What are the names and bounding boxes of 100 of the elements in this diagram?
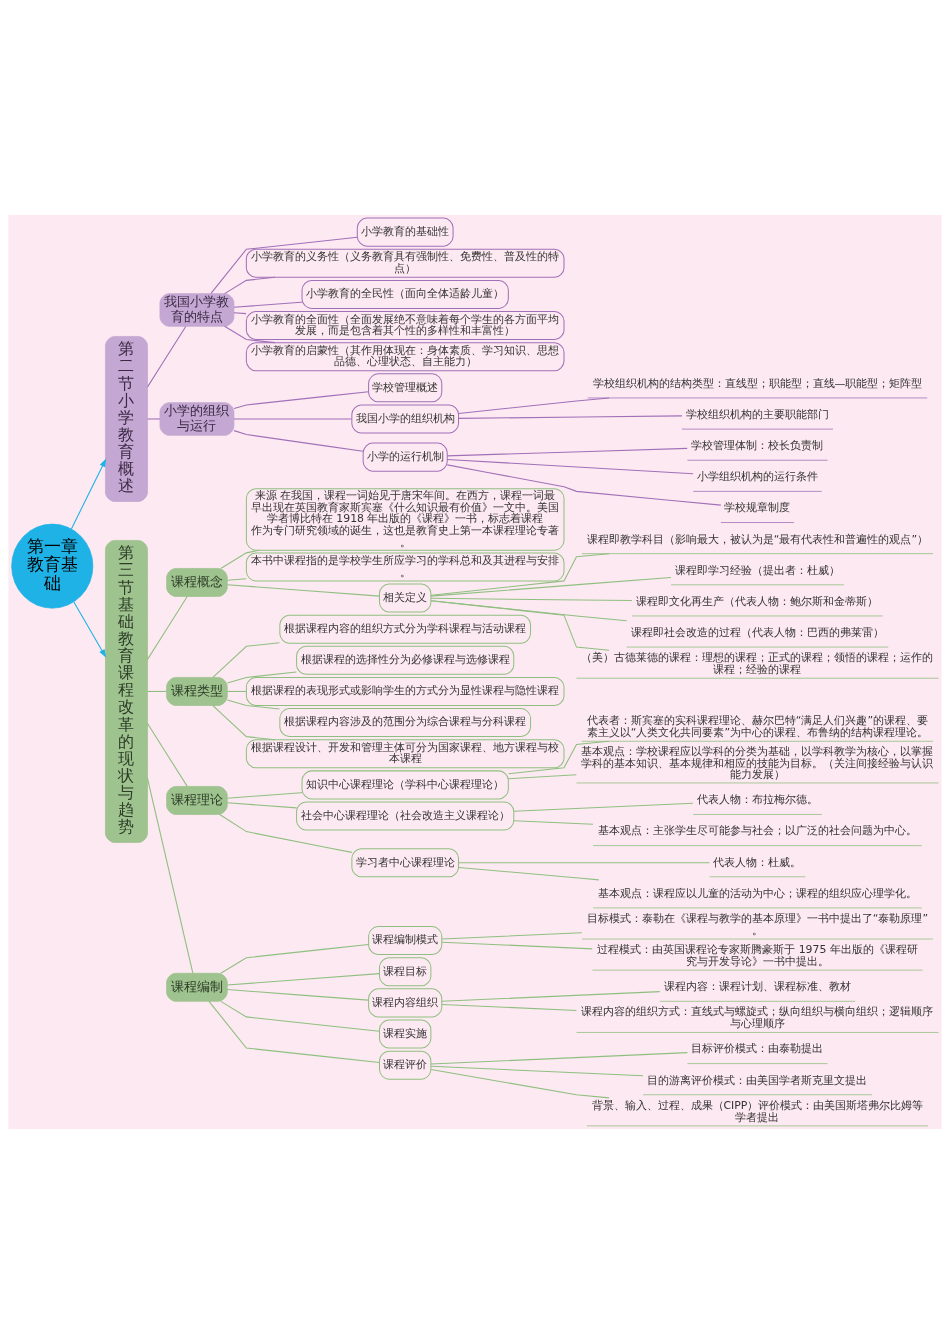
node-box: 小学教育的基础性 xyxy=(356,217,454,247)
connector xyxy=(147,325,187,387)
node-text: 学校管理体制：校长负责制 xyxy=(691,438,824,452)
connector xyxy=(430,1065,644,1076)
connector xyxy=(226,577,247,581)
connector xyxy=(226,801,298,808)
connector xyxy=(430,1068,610,1098)
node-text: 学校组织机构的主要职能部门 xyxy=(685,407,829,421)
connector xyxy=(226,583,380,597)
node-box: 根据课程内容涉及的范围分为综合课程与分科课程 xyxy=(279,707,532,737)
connector xyxy=(233,429,364,452)
node-box: 小学的组织与运行 xyxy=(159,401,235,436)
connector xyxy=(458,866,600,880)
node-text: 过程模式：由英国课程论专家斯腾豪斯于 1975 年出版的《课程研究与开发导论》一书中提出。 xyxy=(597,942,918,968)
connector xyxy=(458,414,683,419)
node-box: 课程编制模式 xyxy=(368,925,443,955)
connector xyxy=(212,704,276,740)
node-box: 第三节基础教育课程改革的现状与趋势 xyxy=(105,539,148,843)
connector xyxy=(233,417,353,420)
node-box: 根据课程的选择性分为必修课程与选修课程 xyxy=(296,645,515,675)
connector xyxy=(430,599,610,651)
connector xyxy=(210,236,358,294)
connector xyxy=(430,597,633,601)
connector xyxy=(513,802,694,812)
node-text: 目的游离评价模式：由美国学者斯克里文提出 xyxy=(647,1073,868,1087)
node-box: 课程评价 xyxy=(379,1050,432,1080)
node-text: 代表人物：布拉梅尔德。 xyxy=(696,792,818,806)
node-text: 学校组织机构的结构类型：直线型；职能型；直线—职能型；矩阵型 xyxy=(592,376,923,390)
connector xyxy=(507,740,610,774)
node-box: 课程理论 xyxy=(166,785,228,815)
connector xyxy=(226,988,369,1001)
connector xyxy=(458,861,711,863)
node-box: 知识中心课程理论（学科中心课程理论） xyxy=(301,769,509,799)
connector xyxy=(212,641,281,678)
node-box: 学校管理概述 xyxy=(368,372,443,402)
arrow xyxy=(73,601,107,658)
node-text: 学校规章制度 xyxy=(724,500,791,514)
connector xyxy=(507,773,577,779)
node-box: 相关定义 xyxy=(379,583,432,613)
connector xyxy=(224,325,276,343)
connector xyxy=(226,671,297,683)
connector xyxy=(446,458,694,474)
node-box: 课程实施 xyxy=(379,1019,432,1049)
node-text: 代表人物：杜威。 xyxy=(713,855,802,869)
node-text: 小学组织机构的运行条件 xyxy=(696,469,818,483)
node-box: 课程内容组织 xyxy=(368,987,443,1017)
node-text: 课程内容：课程计划、课程标准、教材 xyxy=(663,979,851,993)
arrow xyxy=(70,458,107,530)
node-box: 学习者中心课程理论 xyxy=(351,847,459,877)
connector xyxy=(441,1003,577,1011)
node-text: （美）古德莱德的课程：理想的课程；正式的课程；领悟的课程；运作的课程；经验的课程 xyxy=(581,650,934,676)
node-box: 小学教育的全面性（全面发展绝不意味着每个学生的各方面平均发展，而是包含着其个性的多样性和丰富性） xyxy=(245,310,565,340)
node-box: 社会中心课程理论（社会改造主义课程论） xyxy=(296,801,515,831)
node-text: 背景、输入、过程、成果（CIPP）评价模式：由美国斯塔弗尔比姆等学者提出 xyxy=(591,1098,924,1124)
node-box: 小学的运行机制 xyxy=(362,442,448,472)
node-box: 课程目标 xyxy=(379,956,432,986)
node-text: 基本观点：课程应以儿童的活动为中心；课程的组织应心理学化。 xyxy=(597,886,917,900)
node-box: 课程编制 xyxy=(166,972,228,1002)
connector xyxy=(233,301,303,308)
node-box: 本书中课程指的是学校学生所应学习的学科总和及其进程与安排。 xyxy=(245,551,565,581)
connector xyxy=(220,1000,380,1032)
connector xyxy=(441,931,583,940)
connector xyxy=(146,777,194,974)
connector xyxy=(147,722,188,787)
connector xyxy=(224,276,276,294)
node-text: 课程即学习经验（提出者：杜威） xyxy=(674,563,840,577)
connector xyxy=(219,813,353,853)
connector xyxy=(233,311,247,314)
connector xyxy=(430,576,672,597)
node-text: 课程即文化再生产（代表人物：鲍尔斯和金蒂斯） xyxy=(636,594,879,608)
node-box: 根据课程的表现形式或影响学生的方式分为显性课程与隐性课程 xyxy=(245,676,565,706)
connector xyxy=(226,690,247,692)
connector xyxy=(220,943,370,974)
connector xyxy=(441,941,593,949)
connector xyxy=(147,417,161,420)
connector xyxy=(441,990,661,1002)
node-box: 根据课程内容的组织方式分为学科课程与活动课程 xyxy=(279,614,532,644)
connector xyxy=(226,972,380,986)
connector xyxy=(430,552,610,596)
node-box: 我国小学教育的特点 xyxy=(159,292,235,327)
node-text: 目标评价模式：由泰勒提出 xyxy=(691,1041,824,1055)
node-box: 来源 在我国，课程一词始见于唐宋年间。在西方，课程一词最早出现在英国教育家斯宾塞《什么知识最有价值》一文中。美国学者博比特在 1918 年出版的《课程》一书，标志着课程作为专门研究领域的诞生，这也是教育史上第一本课程理论专著。 xyxy=(245,487,565,551)
connector xyxy=(513,819,594,825)
connector xyxy=(147,595,188,660)
connector xyxy=(147,690,168,692)
node-box: 根据课程设计、开发和管理主体可分为国家课程、地方课程与校本课程 xyxy=(245,738,565,768)
node-text: 代表者：斯宾塞的实科课程理论、赫尔巴特“满足人们兴趣”的课程、要素主义以“人类文化共同要素”为中心的课程、布鲁纳的结构课程理论。 xyxy=(586,713,929,739)
node-box: 小学教育的义务性（义务教育具有强制性、免费性、普及性的特点） xyxy=(245,248,565,278)
connector xyxy=(430,1051,688,1065)
node-text: 基本观点：主张学生尽可能参与社会；以广泛的社会问题为中心。 xyxy=(597,823,917,837)
node-box: 课程类型 xyxy=(166,676,228,706)
node-circle: 第一章教育基础 xyxy=(11,523,94,609)
connector xyxy=(446,447,688,456)
connector xyxy=(233,390,370,409)
node-text: 目标模式：泰勒在《课程与教学的基本原理》一书中提出了“泰勒原理”。 xyxy=(586,911,929,937)
node-box: 我国小学的组织机构 xyxy=(351,403,459,433)
connector xyxy=(226,791,303,799)
connector xyxy=(226,698,281,710)
node-text: 课程即社会改造的过程（代表人物：巴西的弗莱雷） xyxy=(630,625,884,639)
node-box: 第二节小学教育概述 xyxy=(105,335,148,502)
